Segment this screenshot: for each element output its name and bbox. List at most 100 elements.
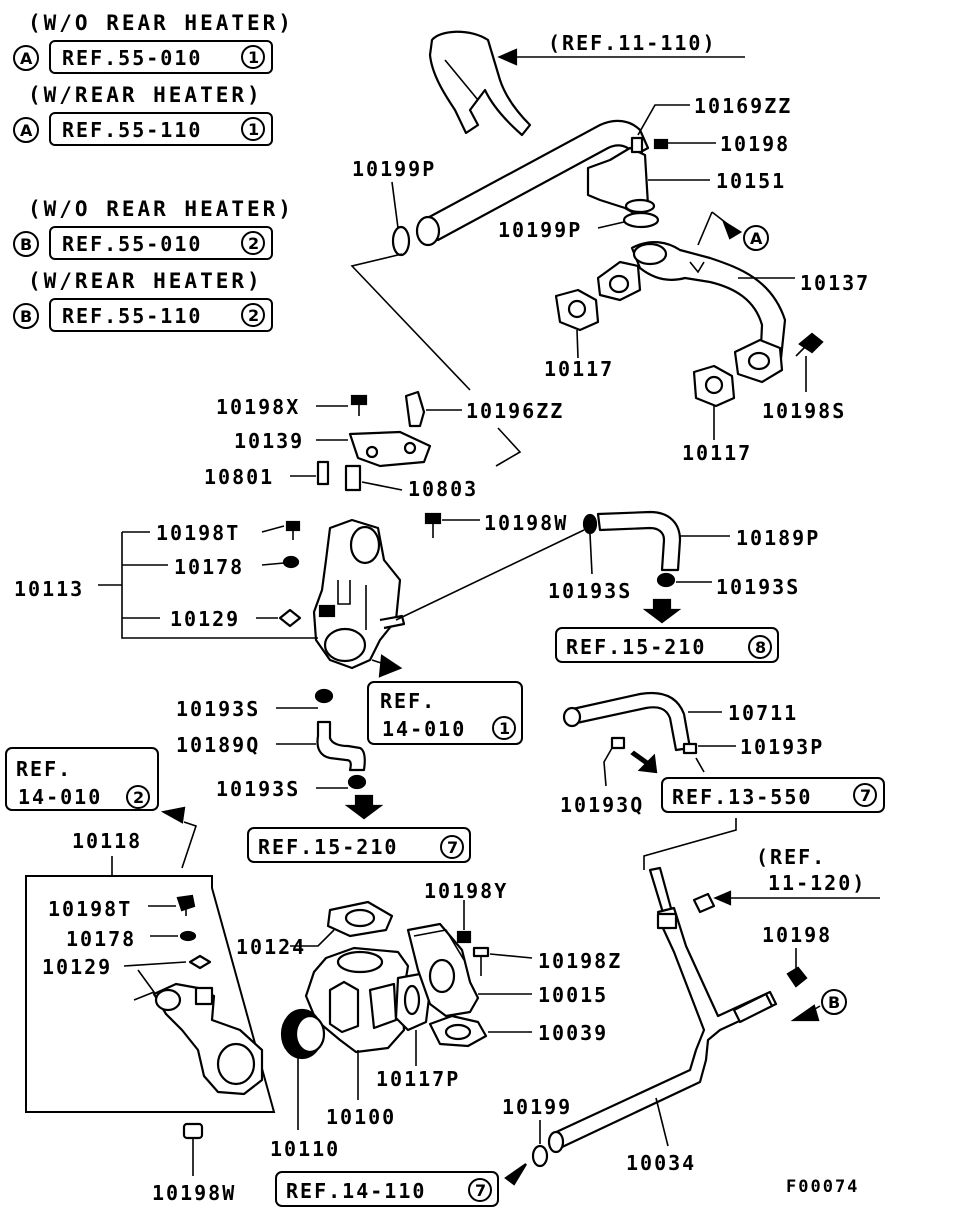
part-10178-label: 10178 [174,555,244,579]
part-10151-label: 10151 [716,169,786,193]
ref-box [247,827,471,863]
fitting-flange [216,1042,256,1086]
ref-text: REF.55-110 [62,304,202,328]
clamp-10196zz [404,390,426,428]
leader-line [697,211,713,246]
part-10198-label: 10198 [720,132,790,156]
leader-line [603,747,613,787]
case-detail [328,980,360,1034]
ref-11-110-label: (REF.11-110) [548,31,717,55]
thermostat-case-assembly: 10124 10100 10110 10117P 10015 10198Y 10… [152,879,620,1205]
ref-num: 1 [499,719,510,738]
hose-10189q [316,720,366,772]
clip-10193p [682,742,698,755]
case-detail [368,982,398,1030]
leader-line [361,481,403,491]
marker-a-circle [743,225,769,251]
thermostat-inner [294,1014,326,1054]
leader-line [261,525,285,533]
water-pipe-10034 [550,906,778,1150]
housing-port [349,525,381,565]
part-10199-label: 10199 [502,1095,572,1119]
sensor-10801 [316,460,330,486]
part-10199p-label: 10199P [352,157,436,181]
marker-b-circle [821,989,847,1015]
part-10198y-label: 10198Y [424,879,508,903]
part-10198x-label: 10198X [216,395,300,419]
part-10117p-label: 10117P [376,1067,460,1091]
part-10178-label-b: 10178 [66,927,136,951]
leader-line [133,969,156,1001]
ref-num-circle [748,635,772,659]
ref-num: 7 [475,1181,486,1200]
arrow-icon [497,48,518,66]
gasket-hole [704,375,724,395]
bolt-10198z [472,946,490,958]
ref-text: REF.13-550 [672,785,812,809]
leader-line [181,821,198,869]
arrow-icon [790,1004,820,1022]
marker-b-circle [13,303,39,329]
part-10039-label: 10039 [538,1021,608,1045]
arrow-icon [160,806,186,824]
engine-side-pipe [428,30,532,137]
leader-line [391,181,399,229]
leader-line [350,253,471,391]
bracket-line [121,532,318,639]
bolt-10198 [653,138,669,150]
marker-a-circle [13,45,39,71]
bracket-10139 [348,430,432,468]
leader-line [576,329,579,359]
gasket-hole [344,908,376,928]
leader-line [290,929,335,947]
outlet-flange [624,198,656,214]
marker-b-circle [13,231,39,257]
housing-tab [318,604,336,618]
arrow-icon [713,890,732,906]
gasket-hole [444,1023,472,1041]
water-inlet-assembly: 10198X 10196ZZ 10139 10801 10803 [14,390,585,745]
pipe-10137-assembly: A 10137 10117 10117 10198S [544,211,868,465]
arrow-down-icon [344,794,384,820]
arrow-icon [630,750,658,774]
group-frame [25,875,276,1113]
ref-num: 7 [447,838,458,857]
part-10117-label: 10117 [544,357,614,381]
part-10169zz-label: 10169ZZ [694,94,792,118]
part-10198t-label: 10198T [156,521,240,545]
gasket-hole [403,984,421,1016]
leader-line [695,757,705,773]
note-w-rear-heater-2: (W/REAR HEATER) [28,269,263,293]
hose-end [562,706,582,728]
washer-10178-b [179,930,197,942]
leader-line [395,529,585,621]
leader-line [711,211,731,227]
ref-box [49,112,273,146]
fitting-port [154,988,182,1012]
ref-text: REF.55-010 [62,232,202,256]
part-10198-label-b: 10198 [762,923,832,947]
ref-box [49,40,273,74]
sensor-10803 [344,464,362,492]
gasket-10129 [278,608,302,628]
ref-num-circle [241,45,265,69]
part-10100-label: 10100 [326,1105,396,1129]
leader-line [637,104,690,136]
part-10118-label: 10118 [72,829,142,853]
ref-text: REF. [380,689,436,713]
clip-10193s-d [347,774,367,790]
part-10113-label: 10113 [14,577,84,601]
ref-num: 2 [133,788,144,807]
cover-port [428,958,456,994]
marker-a-circle [13,117,39,143]
ref-11-120-line1: (REF. [756,845,826,869]
hose-10189q-assembly: 10193S 10189Q 10193S REF.15-210 7 [176,688,471,863]
case-top-port [336,950,384,974]
housing-detail [337,580,351,605]
ref-box [5,747,159,811]
hose-10711 [566,691,692,752]
ref-num-circle [241,303,265,327]
note-w-rear-heater-1: (W/REAR HEATER) [28,83,263,107]
pipe-detail [444,59,479,101]
housing-outlet [323,627,367,663]
